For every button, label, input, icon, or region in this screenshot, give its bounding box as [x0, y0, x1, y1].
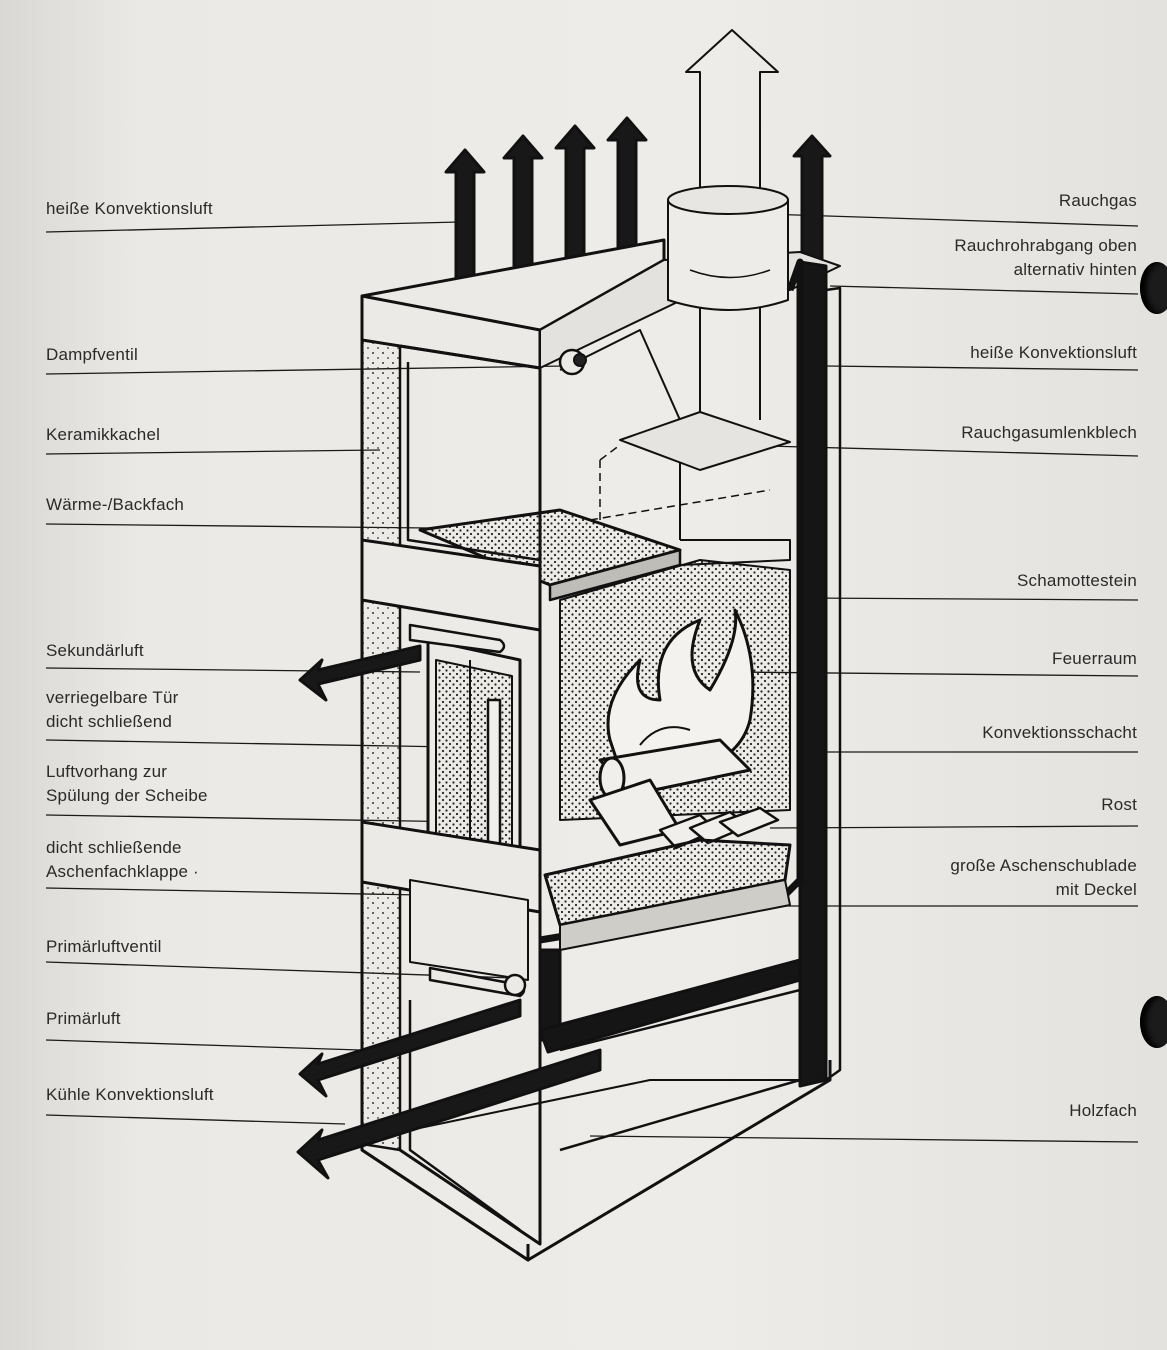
label-ceramic-tile: Keramikkachel — [46, 425, 161, 444]
label-firebrick: Schamottestein — [1017, 571, 1137, 590]
label-lockable-door-line2: dicht schließend — [46, 712, 173, 731]
label-air-curtain-line1: Luftvorhang zur — [46, 762, 168, 781]
label-air-curtain-line2: Spülung der Scheibe — [46, 786, 208, 805]
binder-hole-top — [1140, 262, 1167, 314]
label-ash-drawer: große Aschenschublade mit Deckel — [950, 854, 1137, 902]
label-ash-flap-line1: dicht schließende — [46, 838, 182, 857]
label-hot-convection-air-right: heiße Konvektionsluft — [970, 343, 1137, 362]
label-flue-gas: Rauchgas — [1058, 191, 1137, 210]
logs — [588, 738, 752, 847]
label-hot-convection-air-left: heiße Konvektionsluft — [46, 199, 213, 218]
label-warming-baking-compartment: Wärme-/Backfach — [46, 495, 185, 514]
label-steam-valve: Dampfventil — [46, 345, 138, 364]
inlet-arrows — [296, 644, 602, 1180]
grate — [658, 806, 780, 850]
label-flue-pipe-outlet: Rauchrohrabgang oben alternativ hinten — [954, 234, 1137, 282]
label-cool-convection-air: Kühle Konvektionsluft — [46, 1085, 214, 1104]
label-air-curtain: Luftvorhang zur Spülung der Scheibe — [46, 760, 208, 808]
binder-hole-bottom — [1140, 996, 1167, 1048]
flue-gas-arrow — [685, 29, 779, 420]
label-flue-pipe-outlet-line2: alternativ hinten — [1013, 260, 1137, 279]
label-ash-drawer-line2: mit Deckel — [1055, 880, 1137, 899]
label-firebox: Feuerraum — [1052, 649, 1137, 668]
label-lockable-door: verriegelbare Tür dicht schließend — [46, 686, 179, 734]
label-primary-air-valve: Primärluftventil — [46, 937, 162, 956]
stove-body — [296, 29, 842, 1262]
leader-lines-left — [45, 221, 566, 1125]
label-secondary-air: Sekundärluft — [46, 641, 144, 660]
label-convection-shaft: Konvektionsschacht — [982, 723, 1137, 742]
leader-lines-right — [589, 213, 1139, 1143]
label-flue-pipe-outlet-line1: Rauchrohrabgang oben — [954, 236, 1137, 255]
label-flue-baffle-plate: Rauchgasumlenkblech — [961, 423, 1137, 442]
flames — [606, 608, 755, 772]
label-primary-air: Primärluft — [46, 1009, 121, 1028]
label-ash-drawer-line1: große Aschenschublade — [950, 856, 1137, 875]
label-ash-flap-line2: Aschenfachklappe · — [46, 862, 199, 881]
label-lockable-door-line1: verriegelbare Tür — [46, 688, 179, 707]
label-wood-compartment: Holzfach — [1069, 1101, 1137, 1120]
label-ash-flap: dicht schließende Aschenfachklappe · — [46, 836, 199, 884]
label-grate: Rost — [1101, 795, 1137, 814]
